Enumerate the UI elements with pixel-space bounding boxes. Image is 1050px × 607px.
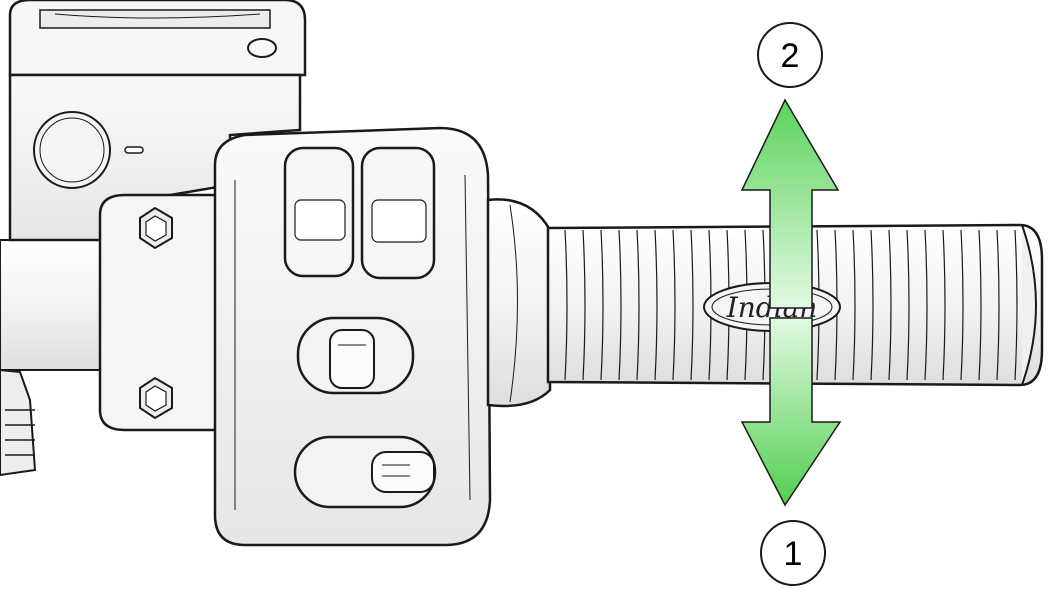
grip-rib (690, 229, 694, 381)
callout-1-label: 1 (784, 535, 803, 573)
lower-slide-switch (293, 435, 437, 509)
grip-rib (654, 229, 658, 381)
grip-flange (486, 198, 552, 408)
rotation-direction-arrow (740, 98, 842, 507)
grip-rib (960, 229, 964, 381)
arrow-up-head (740, 98, 840, 309)
grip-rib (924, 229, 928, 381)
grip-rib (870, 229, 874, 381)
grip-rib (600, 229, 604, 381)
callout-2-label: 2 (781, 37, 800, 75)
callout-2: 2 (757, 22, 823, 88)
grip-rib (636, 229, 640, 381)
grip-rib (942, 229, 946, 381)
grip-rib (852, 229, 856, 381)
grip-rib (564, 229, 568, 381)
grip-rib (996, 229, 1000, 381)
grip-rib (582, 229, 586, 381)
grip-rib (1014, 229, 1018, 381)
middle-slide-switch (296, 316, 415, 395)
upper-rocker-switch-left (283, 146, 355, 278)
grip-rib (672, 229, 676, 381)
upper-rocker-switch-right (360, 146, 436, 280)
grip-rib (888, 229, 892, 381)
grip-rib (906, 229, 910, 381)
callout-1: 1 (760, 520, 826, 586)
grip-rib (978, 229, 982, 381)
grip-rib (618, 229, 622, 381)
master-cylinder-reservoir (8, 0, 307, 242)
arrow-down-head (740, 317, 842, 507)
handlebar-clamp (98, 193, 222, 432)
